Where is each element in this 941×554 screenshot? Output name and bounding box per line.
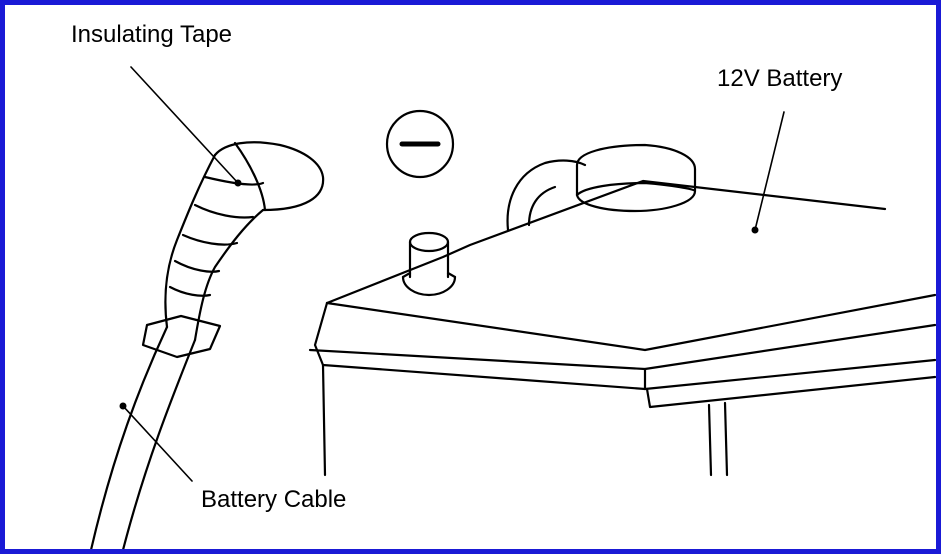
- leader-dots: [119, 179, 759, 410]
- negative-terminal-symbol: [385, 109, 455, 179]
- positive-terminal-cap: [506, 143, 697, 232]
- leader-lines: [122, 66, 785, 482]
- negative-terminal-post: [401, 231, 457, 297]
- battery-body: [308, 179, 936, 477]
- taped-cable-end: [141, 141, 325, 359]
- label-insulating-tape: Insulating Tape: [71, 21, 233, 48]
- label-12v-battery: 12V Battery: [717, 65, 843, 92]
- battery-cable: [90, 325, 197, 549]
- label-battery-cable: Battery Cable: [201, 486, 347, 513]
- battery-illustration: [90, 66, 936, 549]
